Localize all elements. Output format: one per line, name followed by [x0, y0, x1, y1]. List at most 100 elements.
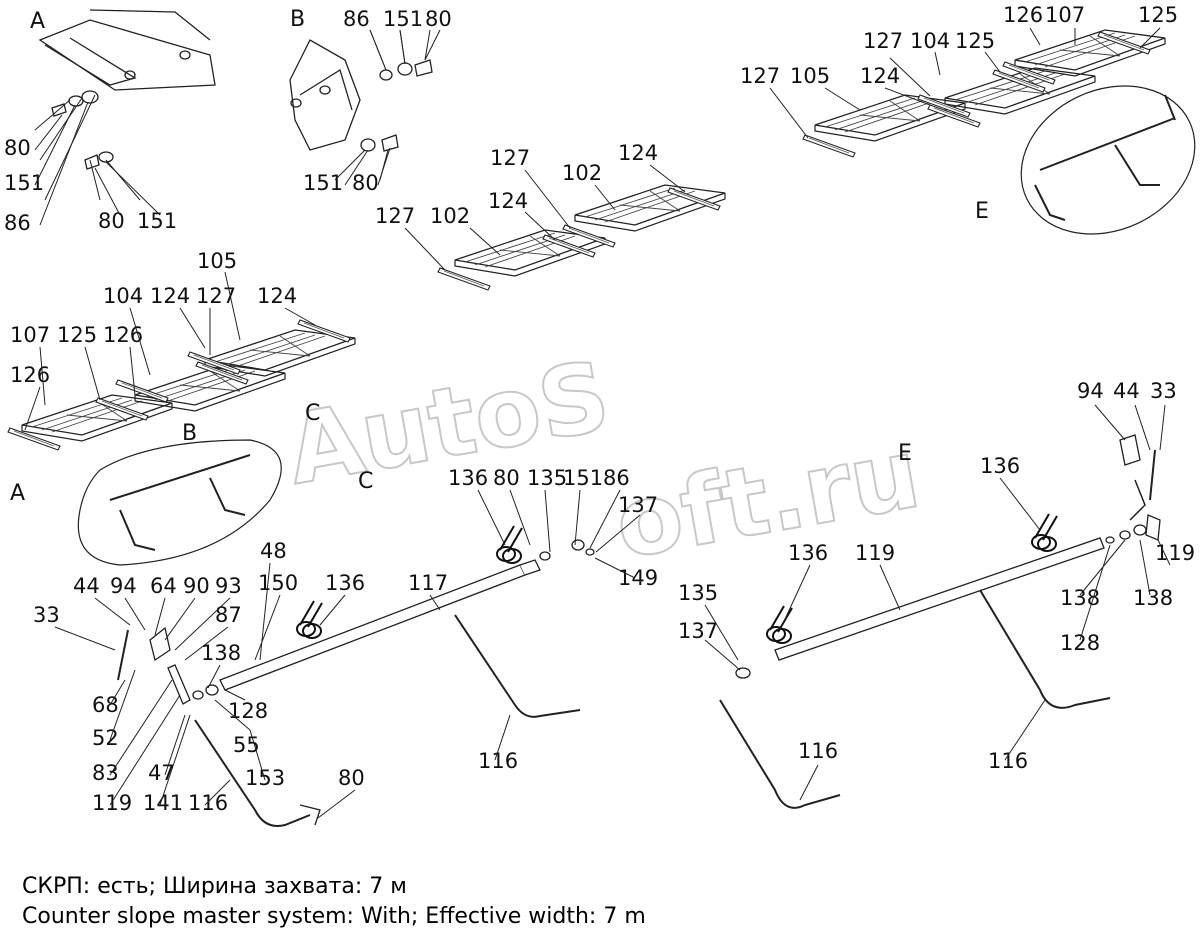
callout: 80: [4, 136, 31, 160]
callout-labels: 80 151 86 80 151 86 151 80 151 80 127 12…: [4, 3, 1195, 815]
callout: 151: [137, 209, 177, 233]
spring-e-1: [1031, 513, 1058, 552]
callout: 138: [201, 641, 241, 665]
callout: 151: [303, 171, 343, 195]
callout: 116: [478, 749, 518, 773]
callout: 44: [1113, 379, 1140, 403]
callout: 80: [352, 171, 379, 195]
callout: 128: [228, 699, 268, 723]
callout: 94: [110, 574, 137, 598]
callout: 125: [1138, 3, 1178, 27]
callout: 107: [1045, 3, 1085, 27]
callout: 125: [57, 323, 97, 347]
view-label-c-big: C: [358, 469, 373, 494]
callout: 127: [490, 146, 530, 170]
view-c-circle: [77, 439, 282, 566]
callout: 151: [4, 171, 44, 195]
watermark: AutoS oft.ru: [278, 339, 928, 582]
spring-c-2: [296, 600, 323, 639]
callout: 93: [215, 574, 242, 598]
callout: 104: [103, 284, 143, 308]
callout: 90: [183, 574, 210, 598]
callout: 126: [103, 323, 143, 347]
assembly-e: [719, 434, 1161, 809]
callout: 138: [1060, 586, 1100, 610]
view-a-detail: [34, 9, 216, 201]
view-label-c-circle: C: [305, 401, 320, 426]
callout: 86: [4, 211, 31, 235]
callout: 127: [375, 204, 415, 228]
callout: 136: [325, 571, 365, 595]
view-e-circle: [1020, 85, 1196, 235]
view-label-b-top: B: [290, 7, 305, 32]
callout: 116: [188, 791, 228, 815]
callout: 44: [73, 574, 100, 598]
callout: 127: [196, 284, 236, 308]
view-label-a-top: A: [30, 9, 45, 34]
view-label-e-big: E: [898, 441, 912, 466]
callout: 107: [10, 323, 50, 347]
view-b-detail: [289, 29, 433, 186]
callout: 80: [425, 7, 452, 31]
callout: 64: [150, 574, 177, 598]
callout: 33: [1150, 379, 1177, 403]
callout: 52: [92, 726, 119, 750]
caption-english: Counter slope master system: With; Effec…: [22, 904, 646, 929]
callout: 80: [98, 209, 125, 233]
callout: 126: [10, 363, 50, 387]
callout: 150: [258, 571, 298, 595]
view-label-a-mid: A: [10, 481, 25, 506]
callout: 80: [493, 466, 520, 490]
callout: 102: [430, 204, 470, 228]
callout: 104: [910, 29, 950, 53]
callout: 128: [1060, 631, 1100, 655]
callout: 138: [1133, 586, 1173, 610]
callout: 105: [790, 64, 830, 88]
caption-russian: СКРП: есть; Ширина захвата: 7 м: [22, 874, 407, 899]
leader-lines: [24, 27, 1171, 819]
callout: 33: [33, 603, 60, 627]
callout: 83: [92, 761, 119, 785]
callout: 153: [245, 766, 285, 790]
callout: 135: [678, 581, 718, 605]
view-label-b-mid: B: [182, 421, 197, 446]
callout: 137: [618, 493, 658, 517]
callout: 127: [740, 64, 780, 88]
caption: СКРП: есть; Ширина захвата: 7 м Counter …: [22, 872, 646, 932]
callout: 48: [260, 539, 287, 563]
callout: 86: [343, 7, 370, 31]
callout: 119: [1155, 541, 1195, 565]
assembly-c: [117, 539, 595, 827]
callout: 151: [383, 7, 423, 31]
callout: 124: [618, 141, 658, 165]
callout: 124: [860, 64, 900, 88]
callout: 102: [562, 161, 602, 185]
callout: 125: [955, 29, 995, 53]
callout: 136: [448, 466, 488, 490]
callout: 86: [603, 466, 630, 490]
callout: 135: [527, 466, 567, 490]
callout: 94: [1077, 379, 1104, 403]
callout: 151: [563, 466, 603, 490]
callout: 126: [1003, 3, 1043, 27]
callout: 80: [338, 766, 365, 790]
callout: 124: [257, 284, 297, 308]
callout: 136: [980, 454, 1020, 478]
callout: 149: [618, 566, 658, 590]
callout: 137: [678, 619, 718, 643]
callout: 119: [855, 541, 895, 565]
callout: 105: [197, 249, 237, 273]
callout: 124: [488, 189, 528, 213]
callout: 116: [988, 749, 1028, 773]
callout: 55: [233, 733, 260, 757]
callout: 116: [798, 739, 838, 763]
callout: 127: [863, 29, 903, 53]
spring-c-1: [496, 525, 523, 564]
callout: 117: [408, 571, 448, 595]
callout: 119: [92, 791, 132, 815]
callout: 136: [788, 541, 828, 565]
callout: 87: [215, 603, 242, 627]
view-label-e-circle: E: [975, 199, 989, 224]
callout: 124: [150, 284, 190, 308]
